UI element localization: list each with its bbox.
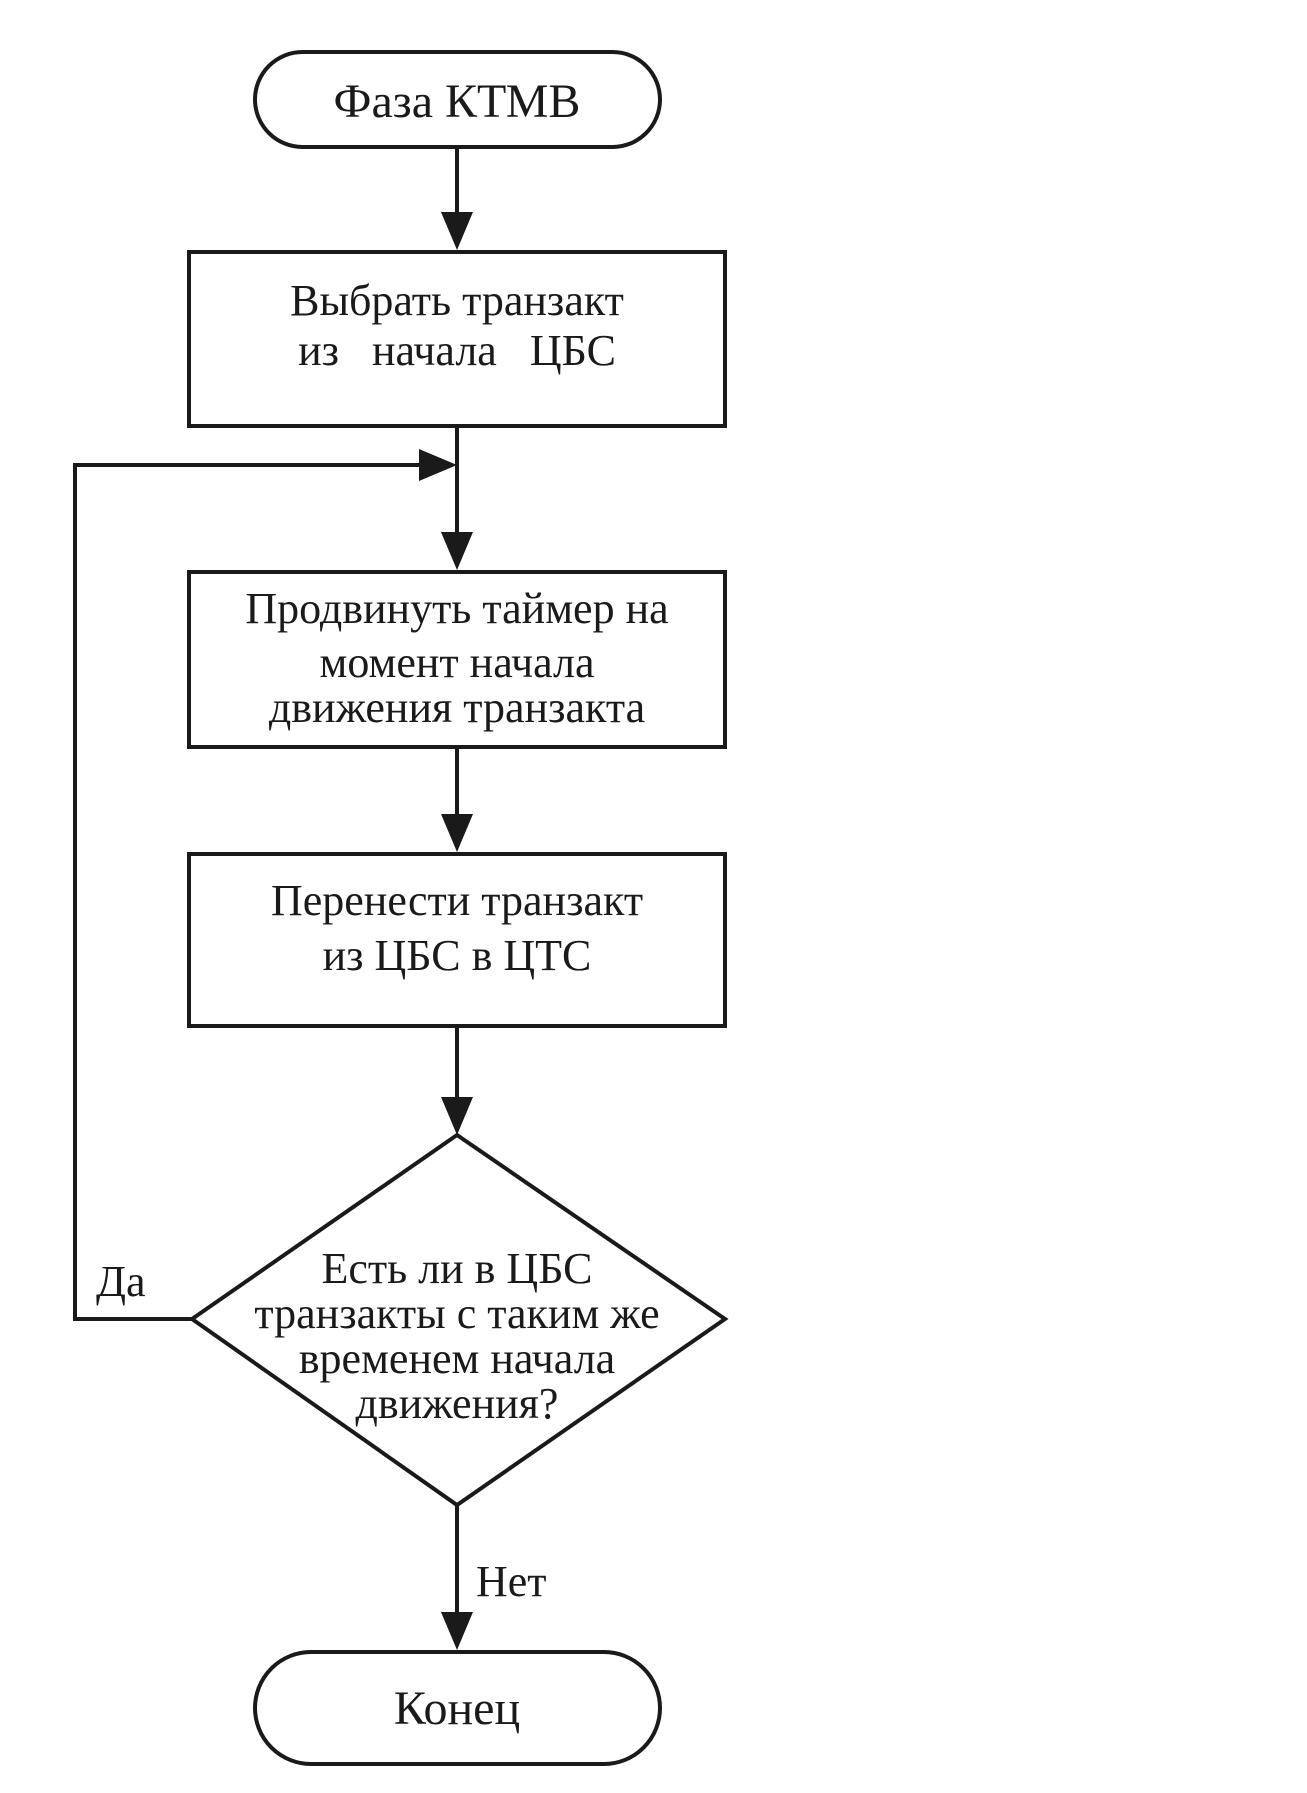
process-advance-line-3: движения транзакта [269,683,645,732]
edge-advance-to-transfer [441,747,473,852]
edge-start-to-select [441,147,473,250]
process-advance-line-2: момент начала [320,638,595,687]
edge-transfer-to-decision [441,1026,473,1135]
start-terminal: Фаза КТМВ [253,50,662,149]
end-terminal: Конец [253,1650,662,1766]
process-transfer-transact: Перенести транзакт из ЦБС в ЦТС [187,852,727,1028]
process-advance-line-1: Продвинуть таймер на [245,584,668,633]
edge-label-yes: Да [96,1257,146,1306]
decision-line-4: движения? [356,1379,559,1428]
edge-label-no: Нет [476,1557,547,1606]
edge-select-to-advance [441,426,473,570]
process-select-transact: Выбрать транзакт из начала ЦБС [187,250,727,428]
start-terminal-label: Фаза КТМВ [334,75,581,128]
process-select-line-2: из начала ЦБС [298,326,616,375]
decision-line-1: Есть ли в ЦБС [321,1244,592,1293]
process-advance-timer: Продвинуть таймер на момент начала движе… [187,570,727,749]
decision-line-3: временем начала [299,1334,615,1383]
decision-same-time: Есть ли в ЦБС транзакты с таким же време… [188,1132,729,1508]
end-terminal-label: Конец [394,1682,520,1735]
edge-decision-to-end [441,1505,473,1650]
process-transfer-line-1: Перенести транзакт [271,876,643,925]
process-transfer-line-2: из ЦБС в ЦТС [323,931,592,980]
decision-line-2: транзакты с таким же [254,1289,659,1338]
edge-loop-yes [73,449,457,1321]
process-select-line-1: Выбрать транзакт [290,276,624,325]
